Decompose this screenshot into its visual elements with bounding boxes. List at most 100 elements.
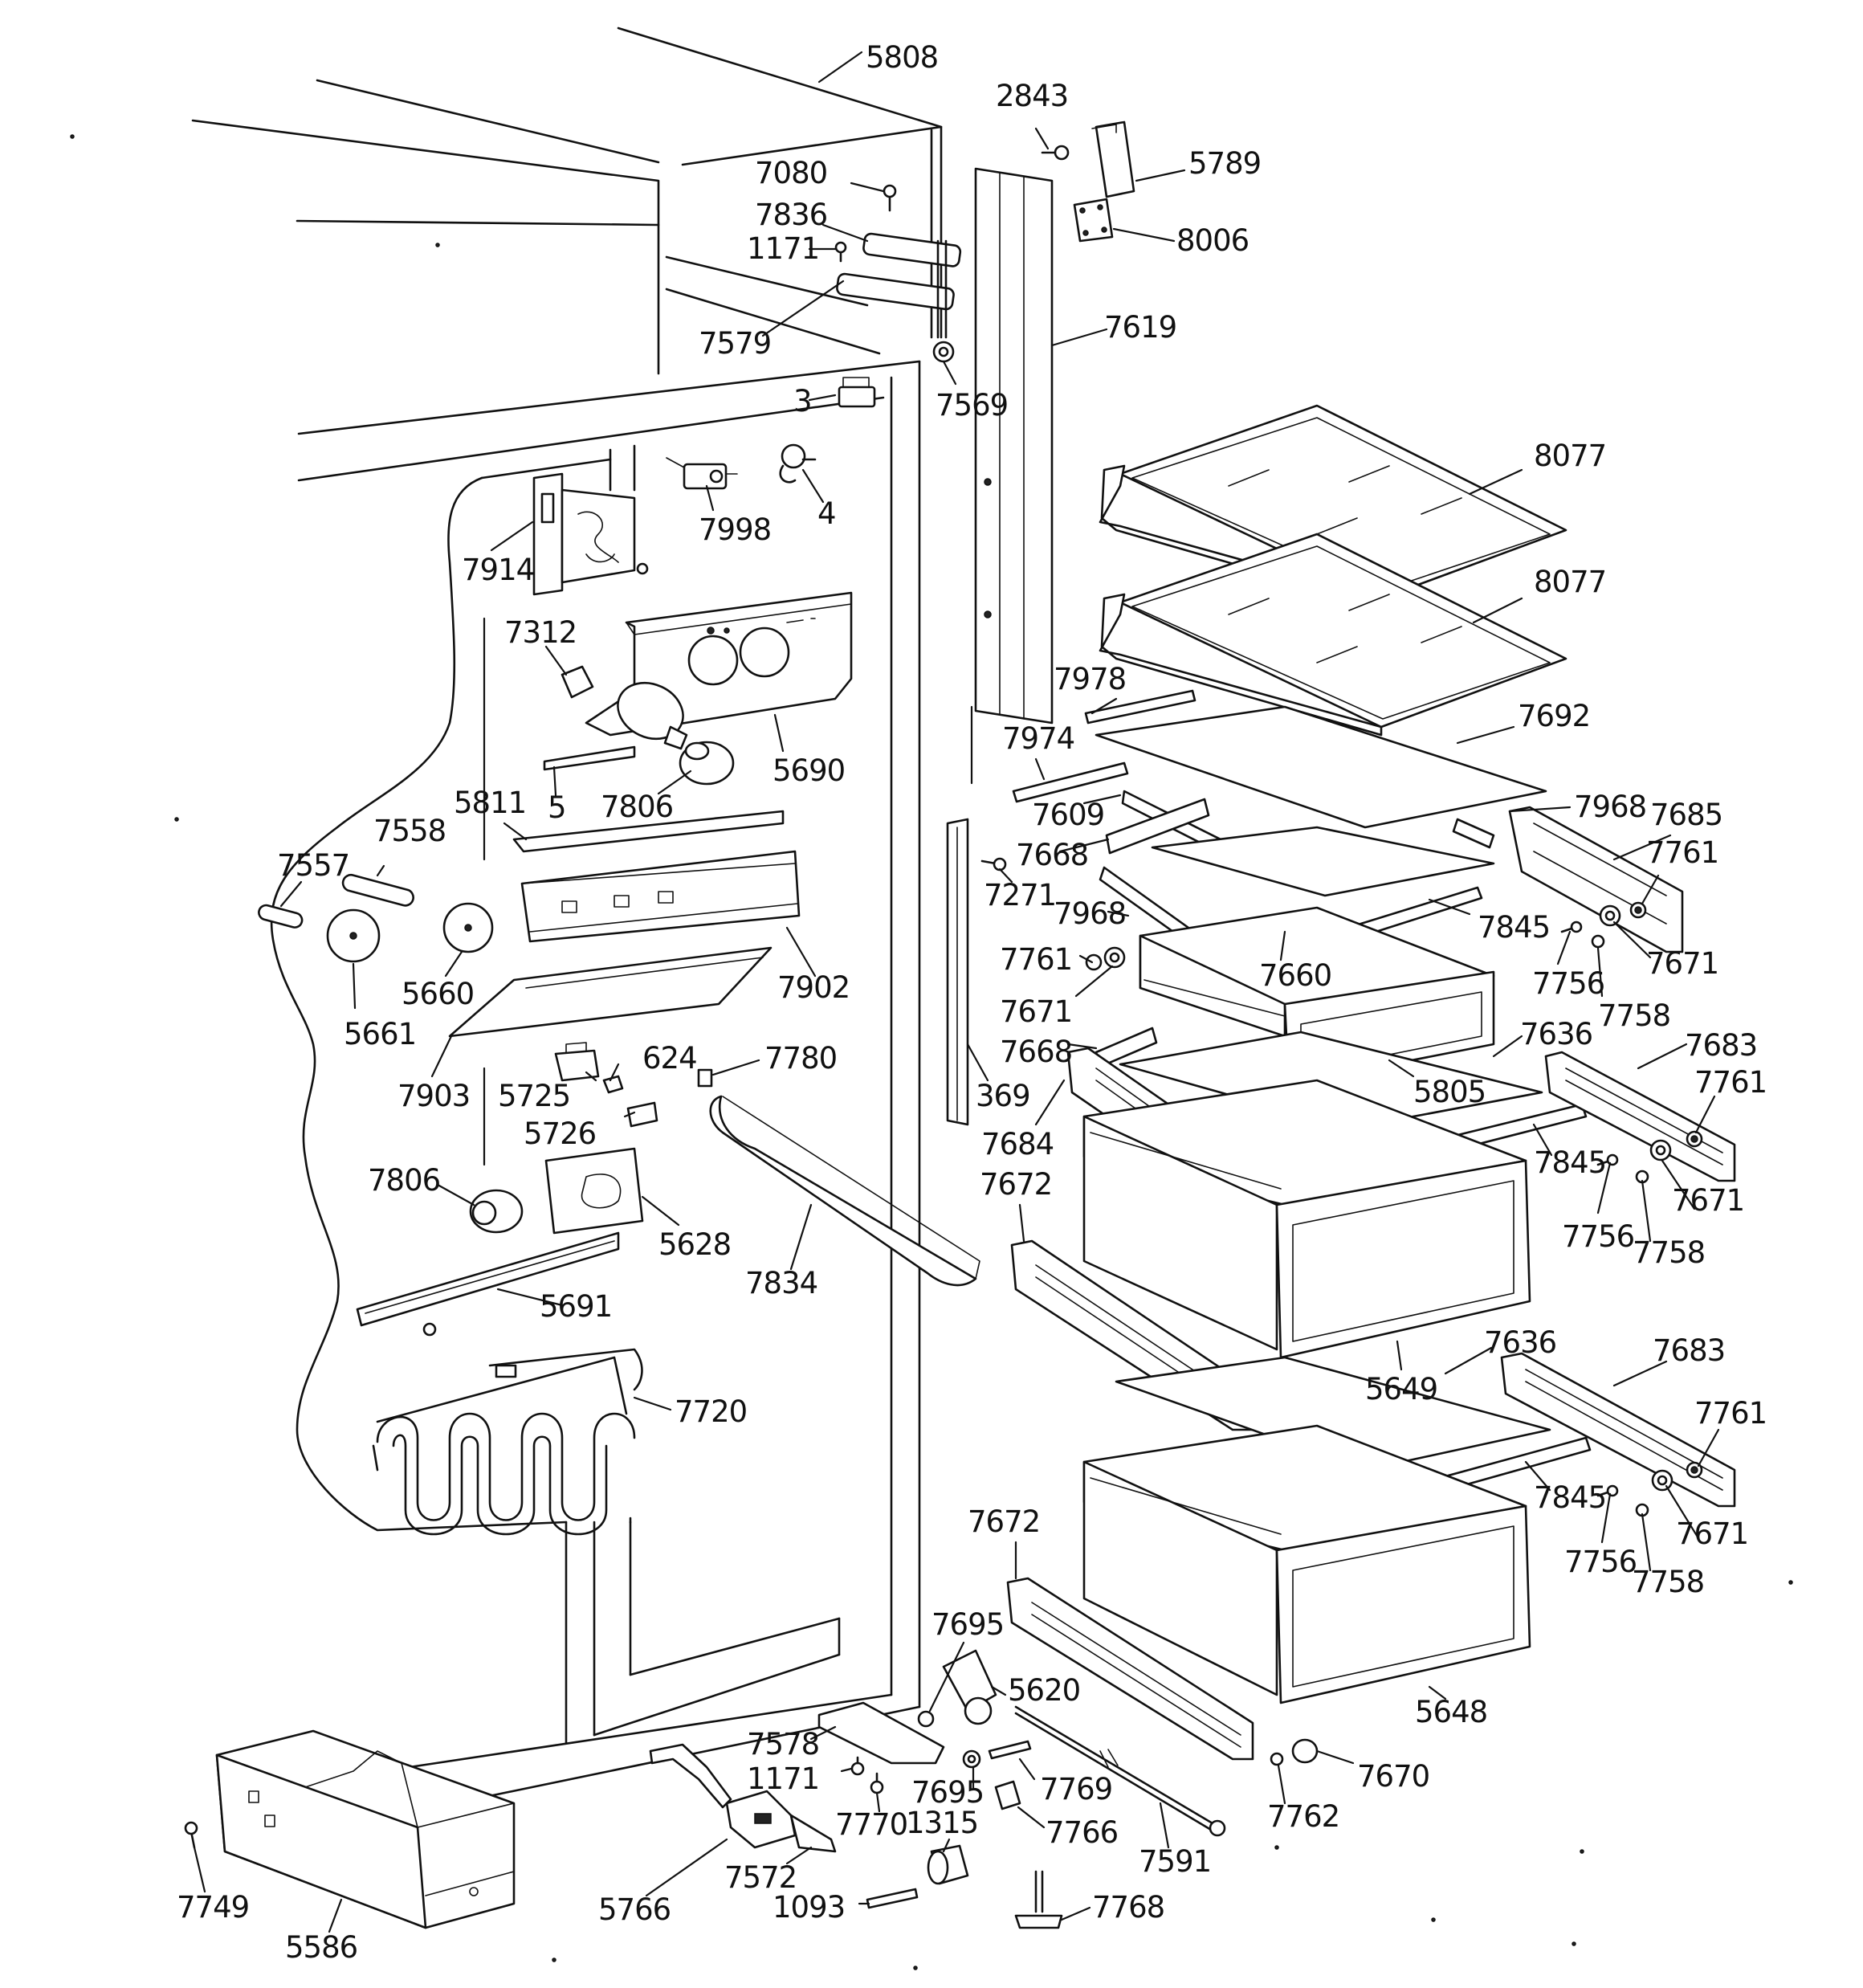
label-7668-upper: 7668 (1016, 838, 1089, 872)
part-5726 (626, 1101, 658, 1128)
part-2843 (1041, 145, 1070, 161)
cutaway-panel (270, 476, 568, 1532)
label-7968-upper: 7968 (1574, 790, 1647, 824)
label-7684: 7684 (981, 1127, 1054, 1161)
part-624 (602, 1075, 624, 1094)
label-7768: 7768 (1092, 1890, 1165, 1925)
part-7806-lower (469, 1189, 524, 1234)
label-7761-left: 7761 (1000, 942, 1073, 977)
label-7761-b: 7761 (1694, 1065, 1767, 1100)
label-5: 5 (548, 790, 567, 825)
label-7609: 7609 (1032, 798, 1105, 832)
part-7660 (1151, 826, 1495, 897)
label-1315: 1315 (906, 1806, 979, 1840)
label-5805: 5805 (1413, 1075, 1486, 1109)
part-5628 (544, 1147, 644, 1235)
leader-lines (193, 51, 1720, 1933)
part-7670 (1291, 1738, 1319, 1764)
label-7903: 7903 (397, 1079, 471, 1113)
label-5691: 5691 (540, 1289, 613, 1324)
label-5649: 5649 (1365, 1372, 1438, 1406)
label-7756-c: 7756 (1564, 1545, 1637, 1579)
label-7914: 7914 (462, 553, 535, 587)
label-7636-upper: 7636 (1520, 1017, 1593, 1051)
part-7768 (1014, 1870, 1063, 1929)
label-7668-lower: 7668 (1000, 1035, 1073, 1069)
label-8077-second: 8077 (1534, 565, 1607, 599)
part-7271 (980, 857, 1007, 872)
part-7671-c (1651, 1469, 1673, 1492)
part-5649 (1082, 1079, 1531, 1359)
label-7769: 7769 (1040, 1772, 1113, 1806)
label-7671-a: 7671 (1646, 946, 1719, 981)
part-7978 (1084, 689, 1196, 725)
label-7683-lower: 7683 (1653, 1333, 1726, 1368)
part-7968-upper (1452, 818, 1495, 849)
label-7636-lower: 7636 (1484, 1325, 1557, 1360)
part-7998 (666, 457, 738, 490)
label-7834: 7834 (745, 1266, 818, 1300)
part-7769 (988, 1740, 1032, 1760)
label-7672-lower: 7672 (968, 1504, 1041, 1539)
label-5648: 5648 (1415, 1695, 1488, 1729)
label-7758-c: 7758 (1632, 1565, 1705, 1599)
part-7756-a (1560, 921, 1583, 933)
label-1171-upper: 1171 (747, 231, 820, 266)
label-5811: 5811 (454, 786, 527, 820)
part-7903 (448, 946, 773, 1038)
part-7312 (561, 665, 594, 699)
label-624: 624 (642, 1041, 698, 1076)
label-5660: 5660 (402, 977, 475, 1011)
part-5 (543, 745, 636, 771)
part-7692 (1095, 705, 1547, 829)
label-7671-c: 7671 (1676, 1517, 1749, 1551)
label-7271: 7271 (984, 878, 1057, 912)
label-7579: 7579 (699, 326, 772, 361)
label-7762: 7762 (1267, 1799, 1340, 1834)
label-7670: 7670 (1357, 1759, 1430, 1794)
part-7834-edge (722, 1096, 980, 1280)
scatter-dots (70, 134, 1793, 1970)
label-7591: 7591 (1139, 1844, 1212, 1879)
label-7758-b: 7758 (1633, 1235, 1706, 1270)
label-7836: 7836 (755, 198, 828, 232)
part-7758-a (1591, 934, 1605, 949)
label-5789: 5789 (1188, 146, 1262, 181)
part-7762 (1270, 1752, 1284, 1766)
label-7806-upper: 7806 (601, 790, 674, 824)
label-7671-b: 7671 (1672, 1183, 1745, 1218)
part-1171-lower (850, 1756, 865, 1776)
label-7756-a: 7756 (1532, 966, 1605, 1001)
label-7978: 7978 (1054, 662, 1127, 696)
label-7845-mid: 7845 (1534, 1145, 1607, 1180)
part-5661 (326, 908, 381, 963)
label-1171-lower: 1171 (747, 1761, 820, 1796)
label-4: 4 (817, 496, 837, 531)
part-5620 (942, 1649, 997, 1725)
label-7660: 7660 (1259, 958, 1332, 993)
label-7749: 7749 (177, 1890, 250, 1925)
part-7683-lower (1500, 1352, 1736, 1508)
label-7974: 7974 (1002, 721, 1075, 756)
part-7695-upper (917, 1710, 935, 1728)
label-7619: 7619 (1104, 310, 1177, 345)
label-7569: 7569 (936, 388, 1009, 423)
label-1093: 1093 (773, 1890, 846, 1925)
part-8077-second (1099, 533, 1567, 737)
cutaway-top-edge (480, 458, 612, 480)
part-7591 (1014, 1705, 1226, 1837)
part-7671-b (1649, 1139, 1672, 1161)
part-7671-left (1103, 946, 1126, 969)
part-7720 (372, 1348, 643, 1536)
part-7695-lower (962, 1749, 981, 1769)
part-369 (946, 818, 969, 1126)
label-7845-upper: 7845 (1478, 910, 1551, 945)
part-5586 (215, 1729, 516, 1929)
label-8077-top: 8077 (1534, 439, 1607, 473)
part-7761-left (1085, 953, 1103, 971)
label-7312: 7312 (504, 615, 577, 650)
label-7720: 7720 (675, 1394, 748, 1429)
light-bulb (617, 681, 688, 750)
